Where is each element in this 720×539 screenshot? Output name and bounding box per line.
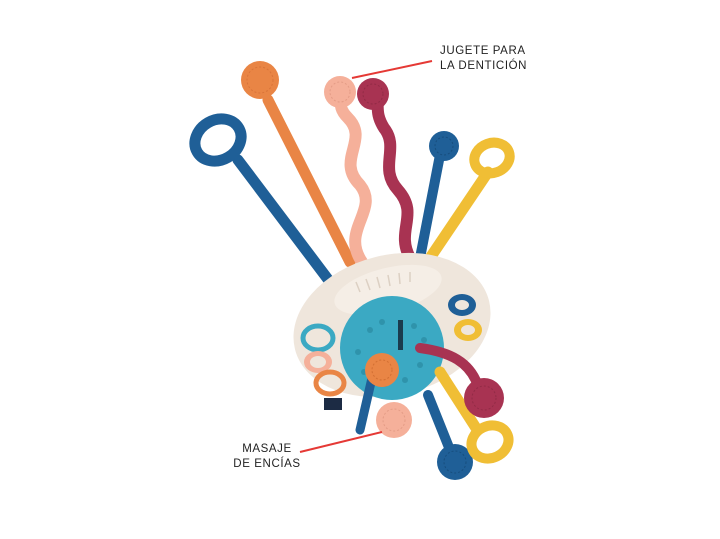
orange-front-ball <box>365 353 399 387</box>
blue-short-string <box>355 373 377 435</box>
front-tips <box>365 353 514 480</box>
teether-annotation: JUGETE PARA LA DENTICIÓN <box>440 44 527 74</box>
label-tag <box>324 398 342 410</box>
orange-ball-tip <box>241 61 279 99</box>
plum-hook-string <box>415 343 483 391</box>
mustard-front-ring <box>466 420 514 464</box>
plum-ball-tip <box>357 78 389 110</box>
peach-ball-tip <box>324 76 356 108</box>
navy-ball-tip <box>429 131 459 161</box>
mustard-down-string <box>434 366 482 434</box>
blue-ring-tip <box>189 113 247 167</box>
navy-string-right <box>415 150 445 263</box>
navy-front-ball <box>437 444 473 480</box>
teether-annotation-line2: LA DENTICIÓN <box>440 60 528 72</box>
peach-wavy-string <box>334 89 372 268</box>
mustard-ring-tip <box>469 137 515 179</box>
plum-front-ball <box>464 378 504 418</box>
gums-annotation-line2: DE ENCÍAS <box>233 458 301 470</box>
plum-wavy-string <box>370 89 416 264</box>
navy-down-string <box>423 390 457 460</box>
peach-gum-massager <box>376 402 412 438</box>
blue-string-left <box>232 154 336 288</box>
gums-annotation-line1: MASAJE <box>242 443 292 455</box>
mustard-string-right <box>424 166 494 264</box>
pull-strings-back <box>232 89 494 288</box>
orange-string <box>262 94 356 268</box>
teether-pointer-line <box>351 60 433 79</box>
gums-annotation: MASAJE DE ENCÍAS <box>222 442 312 472</box>
string-tips <box>189 61 515 179</box>
gums-pointer-line <box>299 431 383 453</box>
teether-annotation-line1: JUGETE PARA <box>440 45 526 57</box>
pull-strings-front <box>355 343 483 460</box>
